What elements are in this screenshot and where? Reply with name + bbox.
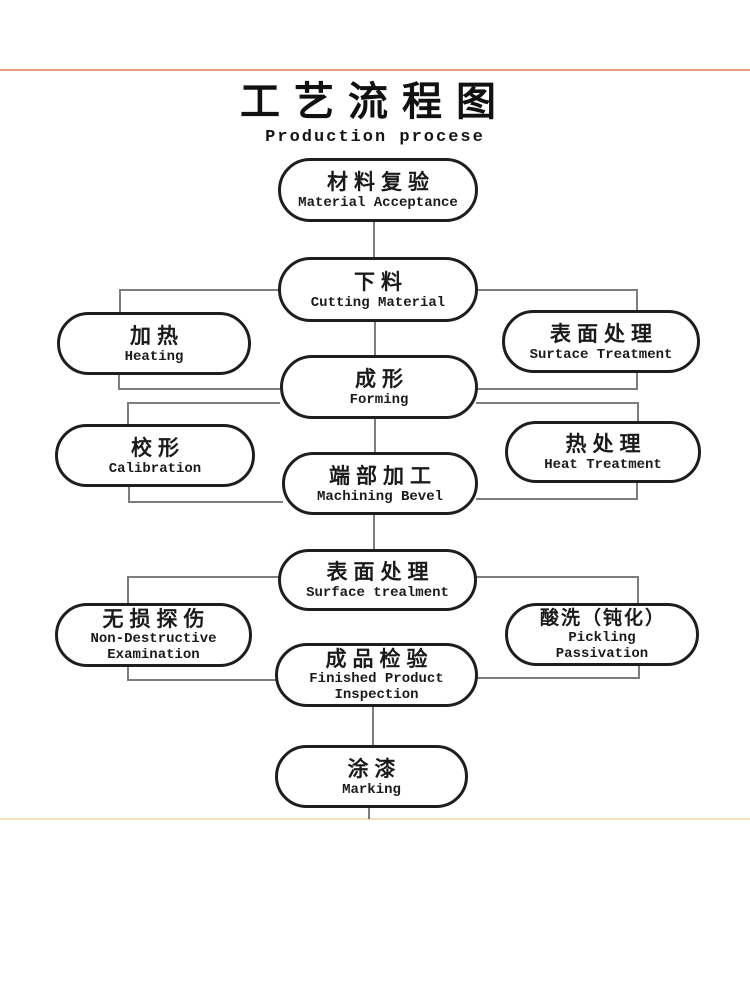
node-marking-cn: 涂漆 <box>347 756 402 781</box>
node-heating-cn: 加热 <box>130 323 184 348</box>
node-non-destructive-examination-en2: Examination <box>107 647 200 663</box>
node-finished-product-inspection-en2: Inspection <box>334 687 419 703</box>
node-material-acceptance-cn: 材料复验 <box>327 170 435 194</box>
node-surface-treatment-right: 表面处理 Surtace Treatment <box>502 310 700 373</box>
node-cutting-material-en: Cutting Material <box>310 294 446 311</box>
connector-line <box>127 666 129 681</box>
connector-line <box>127 679 279 681</box>
node-heat-treatment: 热处理 Heat Treatment <box>505 421 701 483</box>
connector-line <box>636 372 638 390</box>
connector-line <box>637 576 639 604</box>
node-pickling-passivation-en1: Pickling <box>568 630 636 646</box>
page-title: 工艺流程图 <box>240 79 510 125</box>
connector-line <box>636 482 638 500</box>
node-forming-en: Forming <box>349 392 409 408</box>
node-non-destructive-examination-cn: 无损探伤 <box>102 607 211 631</box>
connector-line <box>368 807 370 819</box>
connector-line <box>374 418 376 453</box>
node-surface-treatment-right-cn: 表面处理 <box>550 321 658 346</box>
node-pickling-passivation-en2: Passivation <box>555 646 649 662</box>
connector-line <box>127 576 280 578</box>
node-heating-en: Heating <box>124 348 184 365</box>
node-forming-cn: 成形 <box>355 367 409 391</box>
node-calibration: 校形 Calibration <box>55 424 255 487</box>
connector-line <box>476 576 639 578</box>
node-pickling-passivation-cn: 酸洗（钝化） <box>539 607 666 629</box>
node-heating: 加热 Heating <box>57 312 251 375</box>
connector-line <box>128 501 283 503</box>
connector-line <box>118 374 120 390</box>
node-heat-treatment-cn: 热处理 <box>565 432 647 456</box>
node-cutting-material-cn: 下料 <box>354 269 408 294</box>
node-non-destructive-examination-en1: Non-Destructive <box>90 631 217 647</box>
connector-line <box>476 498 638 500</box>
connector-line <box>636 289 638 311</box>
connector-line <box>119 289 280 291</box>
connector-line <box>476 289 638 291</box>
connector-line <box>476 677 640 679</box>
connector-line <box>637 402 639 422</box>
node-heat-treatment-en: Heat Treatment <box>544 457 662 473</box>
page-subtitle: Production procese <box>265 128 485 147</box>
node-calibration-cn: 校形 <box>131 435 185 460</box>
node-pickling-passivation: 酸洗（钝化） Pickling Passivation <box>505 603 699 666</box>
connector-line <box>118 388 280 390</box>
node-finished-product-inspection-cn: 成品检验 <box>325 647 434 671</box>
connector-line <box>476 388 638 390</box>
bottom-divider-line <box>0 818 750 820</box>
node-forming: 成形 Forming <box>280 355 478 419</box>
node-surface-treatment-center-en: Surface trealment <box>306 585 449 601</box>
connector-line <box>127 576 129 604</box>
node-surface-treatment-center: 表面处理 Surface trealment <box>278 549 477 611</box>
connector-line <box>127 402 129 425</box>
connector-line <box>372 706 374 746</box>
node-non-destructive-examination: 无损探伤 Non-Destructive Examination <box>55 603 252 667</box>
node-surface-treatment-center-cn: 表面处理 <box>326 560 435 584</box>
node-marking-en: Marking <box>342 781 401 798</box>
node-machining-bevel-cn: 端部加工 <box>329 463 437 488</box>
connector-line <box>119 289 121 313</box>
node-surface-treatment-right-en: Surtace Treatment <box>529 346 673 363</box>
connector-line <box>373 514 375 549</box>
connector-line <box>476 402 639 404</box>
node-marking: 涂漆 Marking <box>275 745 468 808</box>
node-material-acceptance: 材料复验 Material Acceptance <box>278 158 478 222</box>
top-divider-line <box>0 69 750 71</box>
connector-line <box>128 486 130 503</box>
node-machining-bevel: 端部加工 Machining Bevel <box>282 452 478 515</box>
connector-line <box>373 222 375 258</box>
node-cutting-material: 下料 Cutting Material <box>278 257 478 322</box>
node-finished-product-inspection-en1: Finished Product <box>309 671 444 687</box>
node-material-acceptance-en: Material Acceptance <box>298 195 458 211</box>
connector-line <box>127 402 280 404</box>
node-finished-product-inspection: 成品检验 Finished Product Inspection <box>275 643 478 707</box>
connector-line <box>638 665 640 679</box>
connector-line <box>374 321 376 356</box>
node-calibration-en: Calibration <box>108 460 202 477</box>
node-machining-bevel-en: Machining Bevel <box>316 488 444 505</box>
